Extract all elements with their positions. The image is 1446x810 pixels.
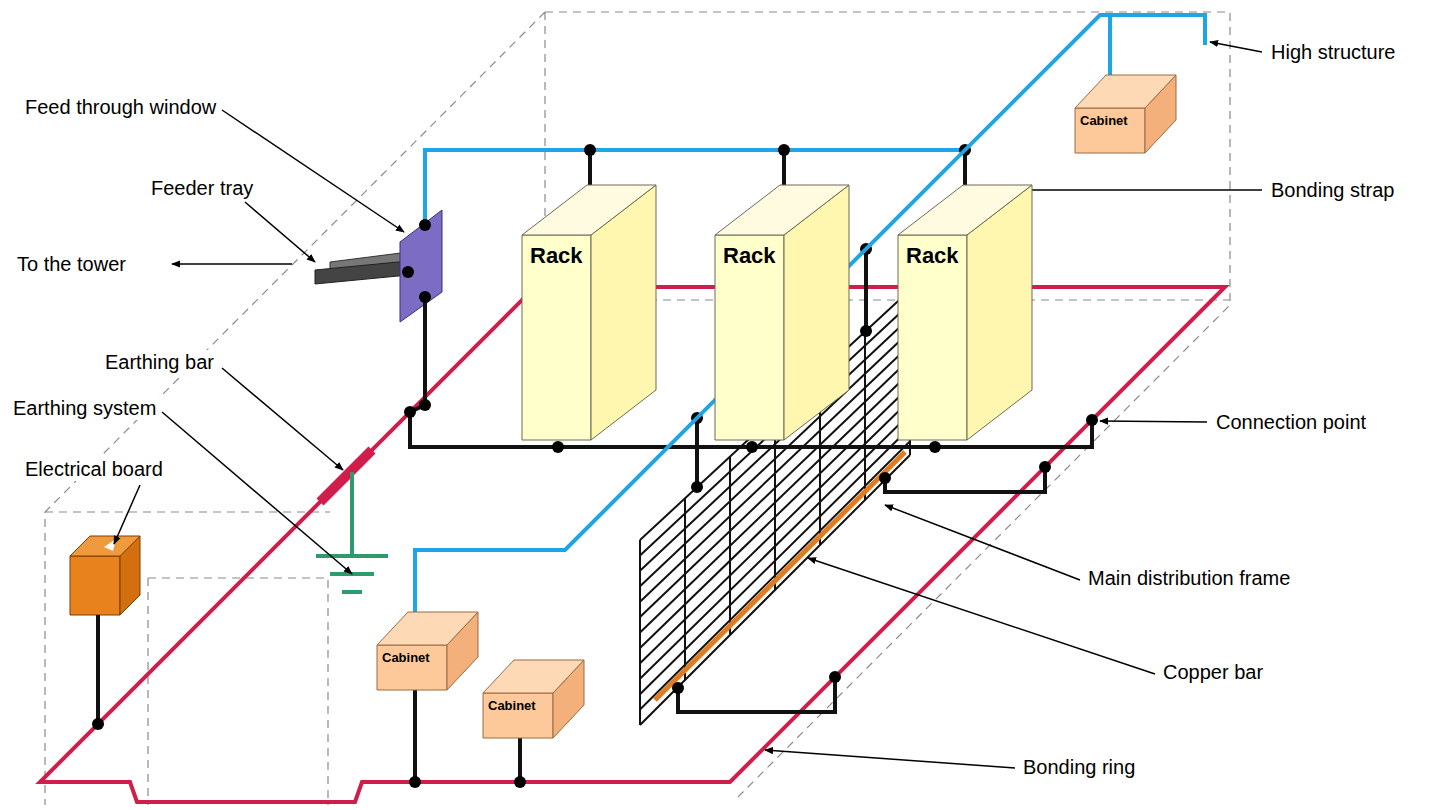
room-outline	[45, 12, 1230, 805]
connection-dot	[584, 144, 596, 156]
bonding-conductor	[98, 150, 1092, 782]
callout-label: Feed through window	[22, 95, 219, 119]
box-outline	[715, 185, 849, 440]
leader-line	[245, 202, 315, 262]
callout-label: High structure	[1268, 40, 1399, 64]
connection-dot	[829, 671, 841, 683]
electrical-board	[70, 536, 140, 615]
connection-dot	[409, 776, 421, 788]
leader-line	[1100, 421, 1207, 422]
callout-label: Electrical board	[22, 457, 166, 481]
equipment-rack: Rack	[522, 185, 656, 440]
callout-label: Earthing bar	[102, 350, 217, 374]
callout-label: Earthing system	[10, 396, 159, 420]
copper-bar	[655, 452, 905, 700]
leader-line	[885, 505, 1080, 580]
cabinet-label: Cabinet	[1080, 114, 1128, 129]
leader-line	[1210, 42, 1262, 52]
connection-dot	[92, 718, 104, 730]
connection-dot	[672, 682, 684, 694]
front-face	[377, 645, 447, 690]
top-face	[377, 612, 478, 645]
callout-label: Main distribution frame	[1085, 566, 1293, 590]
front-face	[898, 235, 967, 440]
leader-line	[172, 263, 292, 265]
rack-label: Rack	[530, 243, 583, 268]
cabinet-label: Cabinet	[488, 699, 536, 714]
connection-dot	[552, 441, 564, 453]
equipment-rack: Rack	[898, 185, 1032, 440]
connection-dot	[514, 776, 526, 788]
callout-label: Copper bar	[1160, 660, 1266, 684]
connection-dot	[419, 291, 431, 303]
front-face	[1075, 108, 1145, 153]
connection-dot	[1086, 414, 1098, 426]
connection-dot	[404, 406, 416, 418]
front-face	[715, 235, 784, 440]
connection-dot	[746, 441, 758, 453]
leader-line	[222, 110, 404, 232]
callout-label: Feeder tray	[148, 176, 256, 200]
leader-line	[162, 412, 352, 574]
rack-label: Rack	[723, 243, 776, 268]
board-front	[70, 556, 120, 615]
connection-dot	[419, 399, 431, 411]
equipment-cabinet: Cabinet	[483, 660, 584, 738]
box-outline	[898, 185, 1032, 440]
connection-dot	[929, 441, 941, 453]
connection-dot	[879, 472, 891, 484]
front-face	[522, 235, 591, 440]
board-side	[120, 536, 140, 615]
connection-dot	[1039, 461, 1051, 473]
board-notch	[104, 539, 116, 551]
top-face	[898, 185, 1032, 235]
top-face	[1075, 75, 1176, 108]
rack-label: Rack	[906, 243, 959, 268]
equipment-rack: Rack	[715, 185, 849, 440]
leader-line	[222, 368, 343, 470]
connection-dot	[860, 325, 872, 337]
connection-dot	[691, 481, 703, 493]
connection-dots	[92, 76, 1116, 788]
top-face	[522, 185, 656, 235]
leader-lines	[114, 42, 1262, 768]
connection-dot	[402, 266, 414, 278]
leader-line	[114, 485, 140, 544]
feed-through-window	[400, 210, 442, 322]
top-face	[483, 660, 584, 693]
connection-dot	[778, 144, 790, 156]
box-outline	[522, 185, 656, 440]
callout-label: Connection point	[1213, 410, 1369, 434]
leader-line	[765, 750, 1015, 768]
front-face	[483, 693, 553, 738]
connection-dot	[419, 219, 431, 231]
high-structure-conductor	[415, 15, 1110, 612]
equipment-cabinet: Cabinet	[377, 612, 478, 690]
callout-label: Bonding strap	[1268, 178, 1397, 202]
callout-label: Bonding ring	[1020, 755, 1138, 779]
equipment-cabinet: Cabinet	[1075, 75, 1176, 153]
cabinet-label: Cabinet	[382, 651, 430, 666]
room-outline	[45, 12, 1230, 805]
callout-label: To the tower	[14, 252, 129, 276]
top-face	[715, 185, 849, 235]
